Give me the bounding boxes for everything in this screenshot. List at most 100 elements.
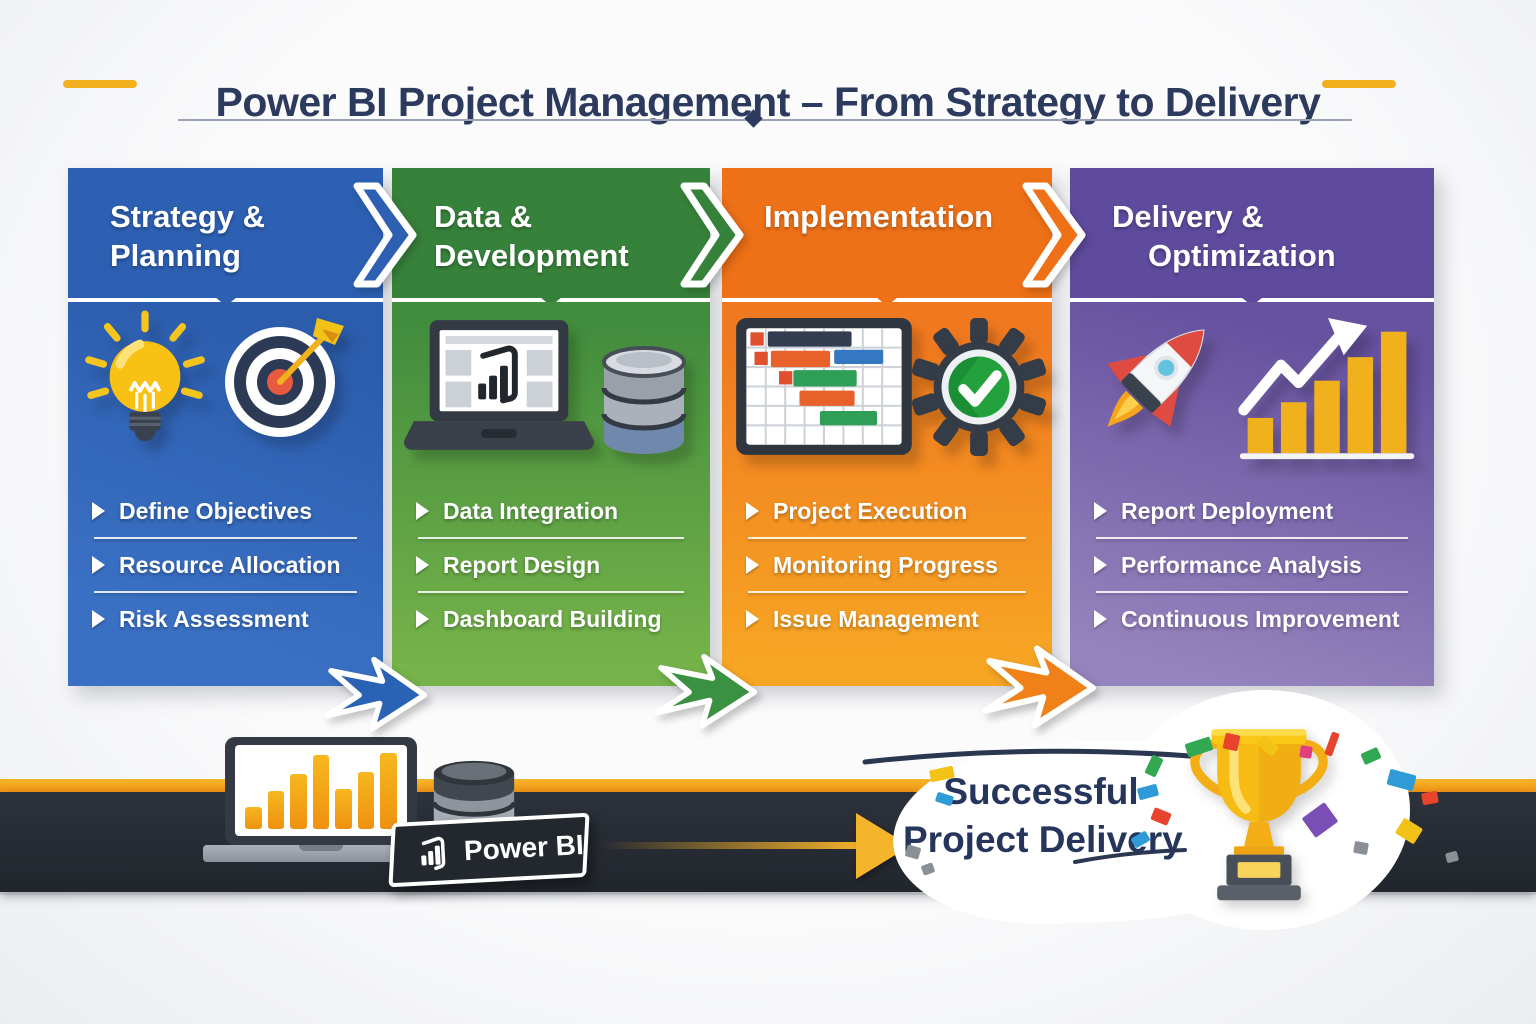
bullet-triangle-icon	[1094, 610, 1107, 628]
column-title-line: Optimization	[1148, 237, 1336, 273]
list-item: Dashboard Building	[416, 596, 686, 642]
list-separator	[748, 591, 1026, 593]
column-title: Delivery & Optimization	[1070, 168, 1434, 276]
list-item: Project Execution	[746, 488, 1028, 534]
column-body: Data Integration Report Design Dashboard…	[392, 302, 710, 686]
confetti-piece	[1299, 745, 1313, 759]
column-title-line: Implementation	[764, 199, 994, 234]
bullet-triangle-icon	[92, 556, 105, 574]
list-item-label: Report Deployment	[1121, 497, 1334, 524]
list-separator	[418, 537, 684, 539]
column-header: Delivery & Optimization	[1070, 168, 1434, 313]
column-icons	[392, 302, 710, 484]
title-divider	[178, 119, 1352, 121]
page-title: Power BI Project Management – From Strat…	[215, 79, 1321, 126]
column-title: Strategy & Planning	[68, 168, 383, 276]
bullet-triangle-icon	[1094, 556, 1107, 574]
bullet-triangle-icon	[746, 610, 759, 628]
column-item-list: Define Objectives Resource Allocation Ri…	[68, 484, 383, 642]
column-implementation: Implementation	[722, 168, 1052, 686]
list-item: Issue Management	[746, 596, 1028, 642]
laptop-screen	[235, 745, 407, 836]
road-arrow-tail	[600, 842, 860, 849]
gantt-chart-icon	[736, 318, 912, 455]
road-shadow	[0, 892, 1536, 895]
column-body: Define Objectives Resource Allocation Ri…	[68, 302, 383, 686]
list-item-label: Risk Assessment	[119, 605, 309, 632]
powerbi-logo-icon	[421, 836, 446, 871]
column-icons	[1070, 302, 1434, 484]
list-item-label: Report Design	[443, 551, 601, 578]
target-arrow-icon	[225, 318, 344, 437]
header-chevron-green-icon	[680, 182, 744, 288]
bullet-triangle-icon	[416, 556, 429, 574]
header-chevron-orange-icon	[1022, 182, 1086, 288]
bullet-triangle-icon	[1094, 502, 1107, 520]
confetti-piece	[1353, 840, 1369, 856]
success-label: Successful Project Delivery	[903, 768, 1183, 864]
bullet-triangle-icon	[416, 610, 429, 628]
list-item: Continuous Improvement	[1094, 596, 1410, 642]
list-item: Report Design	[416, 542, 686, 588]
list-separator	[1096, 591, 1408, 593]
lightbulb-icon	[85, 310, 205, 442]
list-item: Report Deployment	[1094, 488, 1410, 534]
swoosh-arrow-green-icon	[654, 653, 758, 729]
list-item: Risk Assessment	[92, 596, 359, 642]
list-item: Define Objectives	[92, 488, 359, 534]
column-header: Strategy & Planning	[68, 168, 383, 313]
list-item-label: Resource Allocation	[119, 551, 341, 578]
bullet-triangle-icon	[416, 502, 429, 520]
column-strategy-planning: Strategy & Planning	[68, 168, 383, 686]
column-header: Implementation	[722, 168, 1052, 313]
rocket-icon	[1107, 329, 1205, 427]
column-title-line: Delivery &	[1112, 199, 1264, 234]
bullet-triangle-icon	[92, 610, 105, 628]
swoosh-arrow-orange-icon	[982, 645, 1096, 729]
gear-check-icon	[911, 318, 1047, 456]
column-title-line: Development	[434, 237, 629, 273]
column-title-line: Data &	[434, 199, 533, 234]
database-icon	[601, 346, 687, 454]
list-item-label: Issue Management	[773, 605, 979, 632]
list-separator	[94, 537, 357, 539]
column-item-list: Report Deployment Performance Analysis C…	[1070, 484, 1434, 642]
column-title-line: Planning	[110, 237, 241, 273]
bullet-triangle-icon	[92, 502, 105, 520]
swoosh-arrow-blue-icon	[324, 656, 428, 732]
header-chevron-blue-icon	[353, 182, 417, 288]
powerbi-badge-label: Power BI	[463, 829, 585, 867]
column-body: Report Deployment Performance Analysis C…	[1070, 302, 1434, 686]
column-title: Implementation	[722, 168, 1052, 237]
list-item: Resource Allocation	[92, 542, 359, 588]
list-item: Data Integration	[416, 488, 686, 534]
list-separator	[94, 591, 357, 593]
column-item-list: Project Execution Monitoring Progress Is…	[722, 484, 1052, 642]
powerbi-badge: Power BI	[388, 812, 590, 888]
column-delivery-optimization: Delivery & Optimization	[1070, 168, 1434, 686]
list-separator	[748, 537, 1026, 539]
motion-lines	[862, 748, 1193, 864]
list-separator	[418, 591, 684, 593]
column-data-development: Data & Development	[392, 168, 710, 686]
list-item: Performance Analysis	[1094, 542, 1410, 588]
column-item-list: Data Integration Report Design Dashboard…	[392, 484, 710, 642]
list-item-label: Continuous Improvement	[1121, 605, 1400, 632]
laptop-chart-icon	[203, 733, 438, 871]
bullet-triangle-icon	[746, 556, 759, 574]
list-item-label: Project Execution	[773, 497, 968, 524]
title-left-dash	[63, 80, 137, 88]
title-right-dash	[1322, 80, 1396, 88]
bullet-triangle-icon	[746, 502, 759, 520]
laptop-base	[203, 845, 438, 862]
column-body: Project Execution Monitoring Progress Is…	[722, 302, 1052, 686]
column-title-line: Strategy &	[110, 199, 266, 234]
laptop-powerbi-icon	[403, 320, 595, 450]
column-icons	[722, 302, 1052, 484]
success-line: Successful	[943, 771, 1139, 812]
list-item-label: Monitoring Progress	[773, 551, 998, 578]
growth-chart-icon	[1238, 317, 1415, 460]
list-separator	[1096, 537, 1408, 539]
column-title: Data & Development	[392, 168, 710, 276]
